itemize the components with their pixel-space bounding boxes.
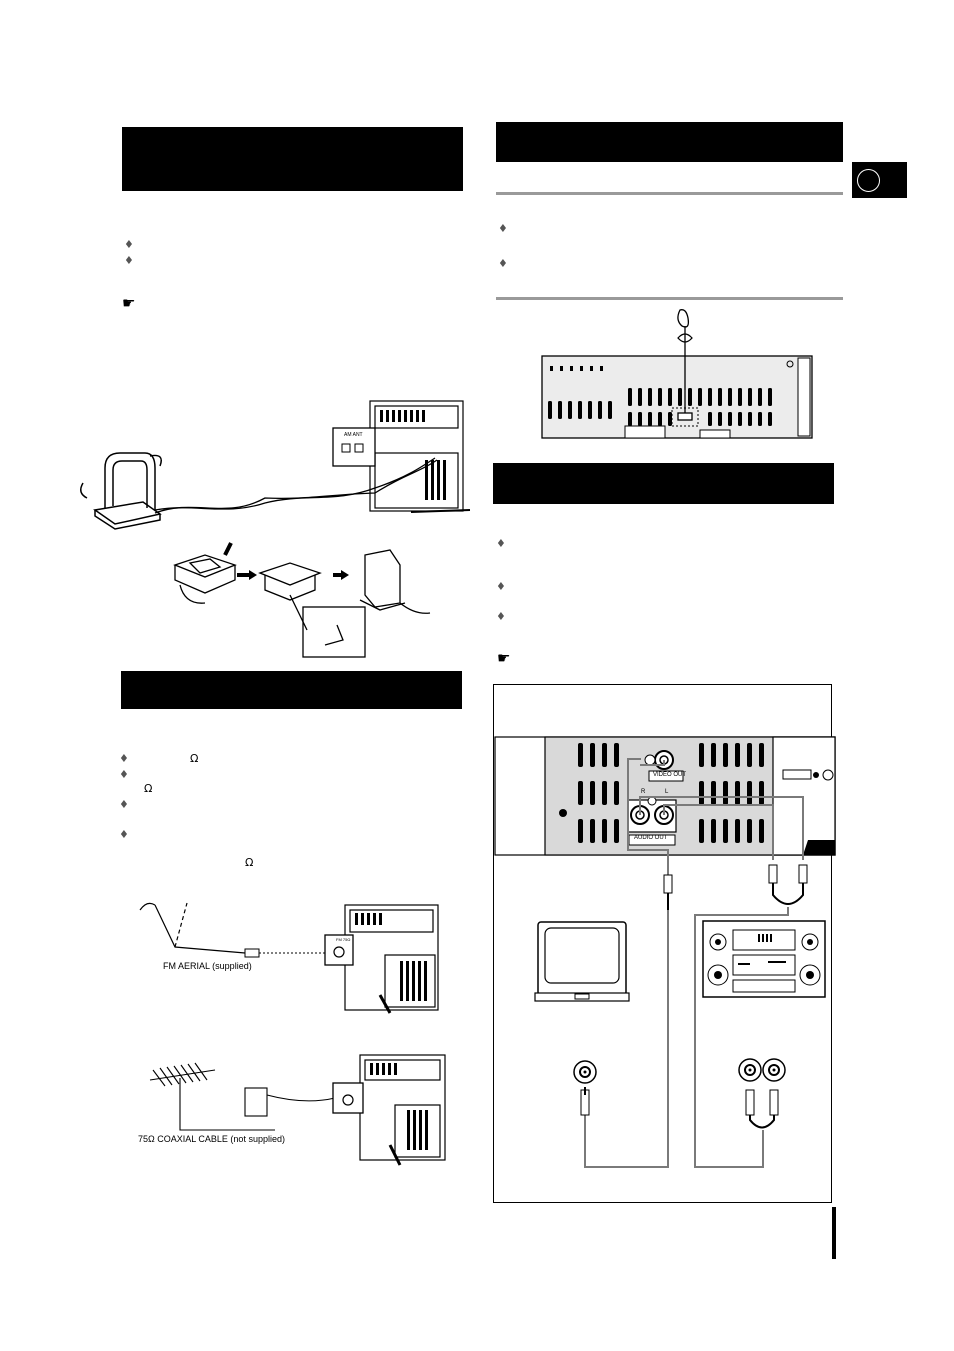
am-loop-antenna-illustration: [80, 400, 471, 530]
omega-symbol: Ω: [144, 782, 153, 795]
bullet-marker: ♦: [498, 222, 508, 235]
bullet-marker: ♦: [496, 580, 506, 593]
audio-l-label: L: [665, 789, 669, 795]
bullet-marker: ♦: [124, 238, 134, 251]
section-rule: [496, 297, 843, 300]
page-edge-marker: [832, 1207, 836, 1259]
section-rule: [496, 192, 843, 195]
note-hand-icon: ☛: [497, 649, 511, 667]
bullet-marker: ♦: [496, 537, 506, 550]
bullet-marker: ♦: [119, 828, 129, 841]
omega-symbol: Ω: [245, 856, 254, 869]
bullet-marker: ♦: [119, 752, 129, 765]
am-section-header-band: [122, 127, 463, 191]
connection-section-header-band: [493, 463, 834, 504]
audio-r-label: R: [641, 789, 646, 795]
bullet-marker: ♦: [124, 254, 134, 267]
omega-symbol: Ω: [190, 752, 199, 765]
note-hand-icon: ☛: [122, 294, 136, 312]
audio-out-label: AUDIO OUT: [634, 835, 668, 841]
rear-panel-clip-illustration: [541, 309, 813, 439]
bullet-marker: ♦: [119, 768, 129, 781]
top-right-header-band: [496, 122, 843, 162]
bullet-marker: ♦: [496, 610, 506, 623]
antenna-assembly-steps: [173, 542, 431, 658]
bullet-marker: ♦: [498, 257, 508, 270]
fm-aerial-illustration: [139, 902, 439, 1014]
outdoor-aerial-illustration: [149, 1054, 446, 1166]
video-out-label: VIDEO OUT: [653, 772, 687, 778]
connection-diagram-frame: [493, 684, 832, 1203]
fm75-label: FM 75Ω: [336, 937, 351, 942]
bullet-marker: ♦: [119, 798, 129, 811]
av-connection-diagram: [494, 736, 836, 1168]
fm-aerial-label: FM AERIAL (supplied): [163, 961, 252, 971]
am-ant-label: AM ANT: [344, 432, 363, 438]
coaxial-cable-label: 75Ω COAXIAL CABLE (not supplied): [138, 1134, 285, 1144]
language-tab-circle: [857, 169, 880, 192]
fm-section-header-band: [121, 671, 462, 709]
